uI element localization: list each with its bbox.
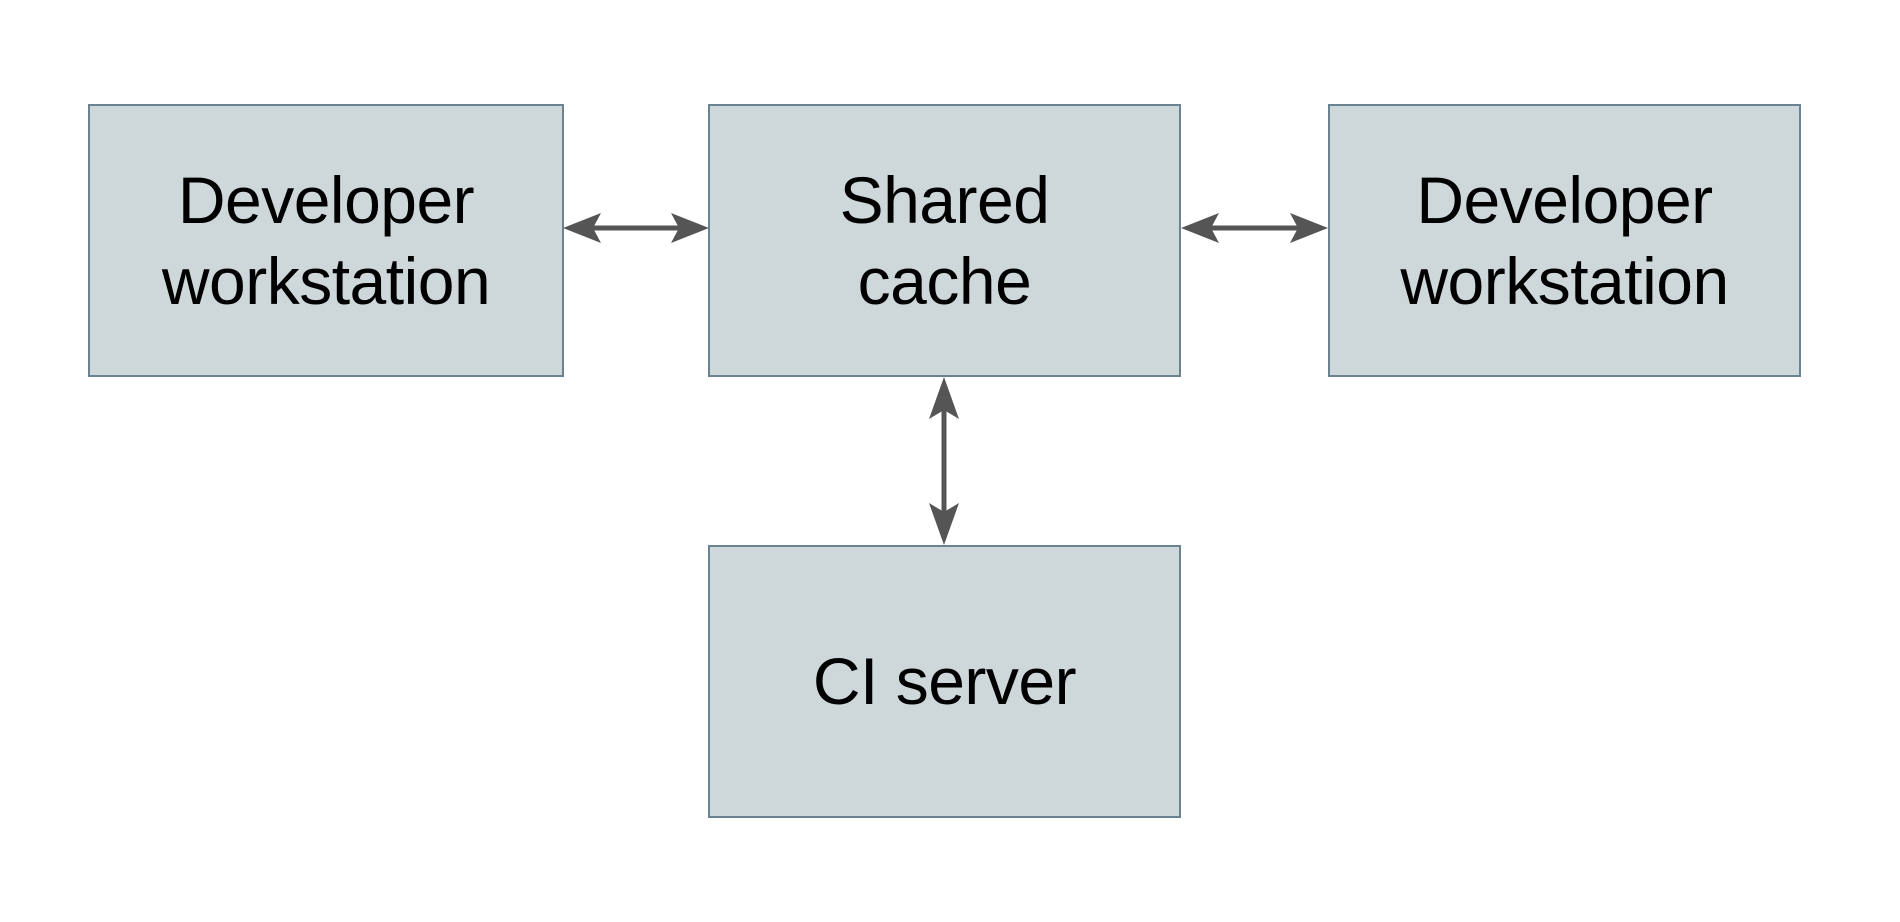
node-shared-cache[interactable]: Shared cache xyxy=(708,104,1181,377)
double-arrow-horizontal-icon xyxy=(1181,213,1328,243)
double-arrow-horizontal-icon xyxy=(563,213,709,243)
connector-shared-cache-to-right-workstation xyxy=(1181,204,1328,252)
node-ci-server[interactable]: CI server xyxy=(708,545,1181,818)
node-label: CI server xyxy=(812,644,1077,719)
node-label: Shared cache xyxy=(839,162,1050,318)
node-label: Developer workstation xyxy=(161,162,491,318)
node-developer-workstation-right[interactable]: Developer workstation xyxy=(1328,104,1801,377)
double-arrow-vertical-icon xyxy=(929,377,959,545)
connector-left-workstation-to-shared-cache xyxy=(563,204,709,252)
node-label: Developer workstation xyxy=(1400,162,1729,318)
node-developer-workstation-left[interactable]: Developer workstation xyxy=(88,104,564,377)
connector-shared-cache-to-ci-server xyxy=(920,377,968,545)
